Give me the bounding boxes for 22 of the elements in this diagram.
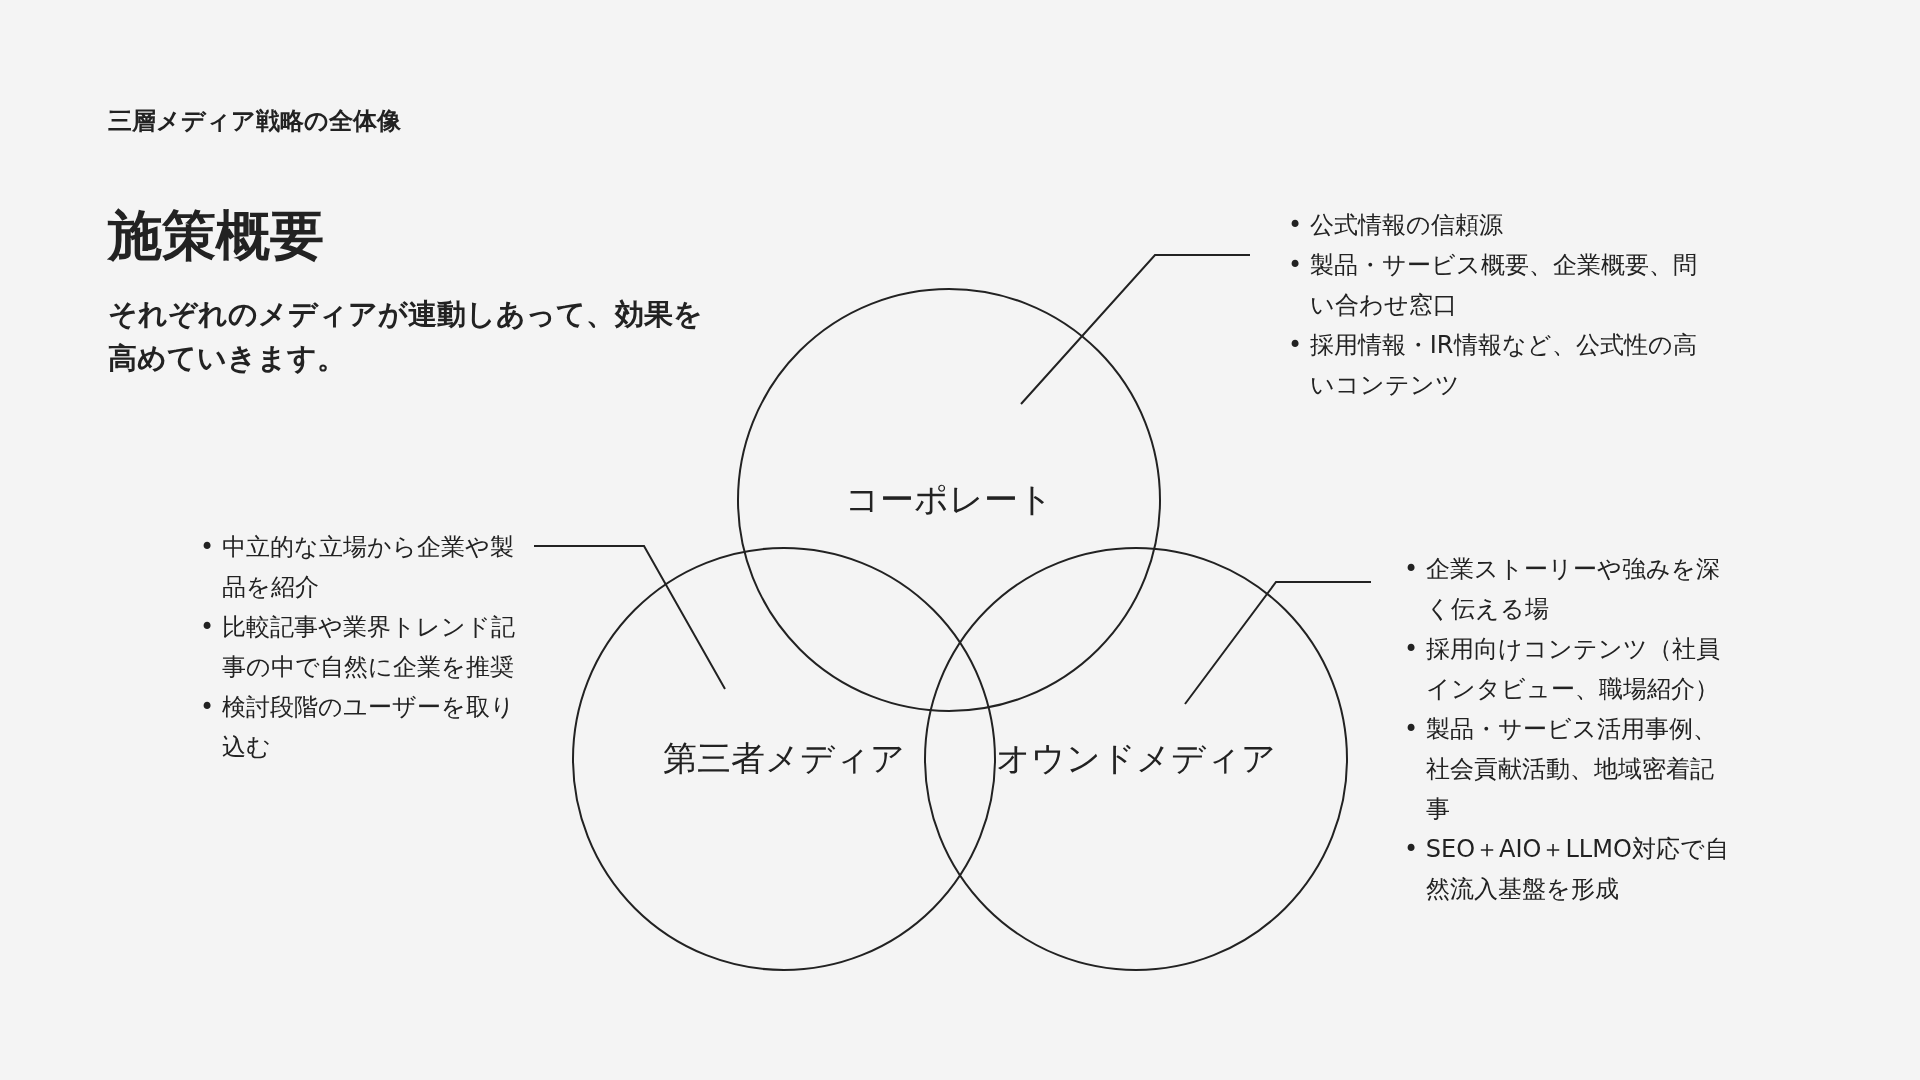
venn-circle bbox=[924, 547, 1348, 971]
bullet-item: • SEO＋AIO＋LLMO対応で自然流入基盤を形成 bbox=[1404, 834, 1730, 905]
venn-circle bbox=[737, 288, 1161, 712]
bullet-item: • 製品・サービス概要、企業概要、問い合わせ窓口 bbox=[1288, 250, 1698, 321]
circle-label: 第三者メディア bbox=[663, 737, 905, 780]
title-text: 施策概要 bbox=[108, 203, 324, 269]
bullet-item: • 比較記事や業界トレンド記事の中で自然に企業を推奨 bbox=[200, 612, 516, 683]
section-label: 三層メディア戦略の全体像 bbox=[108, 106, 402, 136]
leader-line bbox=[1020, 254, 1251, 405]
bullet-item: • 公式情報の信頼源 bbox=[1288, 210, 1504, 241]
bullet-item: • 企業ストーリーや強みを深く伝える場 bbox=[1404, 554, 1721, 625]
leader-line bbox=[533, 545, 726, 690]
bullet-item: • 採用情報・IR情報など、公式性の高いコンテンツ bbox=[1288, 330, 1698, 401]
circle-label: オウンドメディア bbox=[996, 737, 1276, 780]
venn-circle bbox=[572, 547, 996, 971]
bullet-item: • 製品・サービス活用事例、社会貢献活動、地域密着記事 bbox=[1404, 714, 1718, 825]
subtitle-text: それぞれのメディアが連動しあって、効果を高めていきます。 bbox=[108, 296, 704, 377]
bullet-item: • 検討段階のユーザーを取り込む bbox=[200, 692, 516, 763]
circle-label: コーポレート bbox=[845, 478, 1053, 521]
bullet-item: • 中立的な立場から企業や製品を紹介 bbox=[200, 532, 515, 603]
leader-line bbox=[1184, 581, 1372, 705]
bullet-item: • 採用向けコンテンツ（社員インタビュー、職場紹介） bbox=[1404, 634, 1721, 705]
